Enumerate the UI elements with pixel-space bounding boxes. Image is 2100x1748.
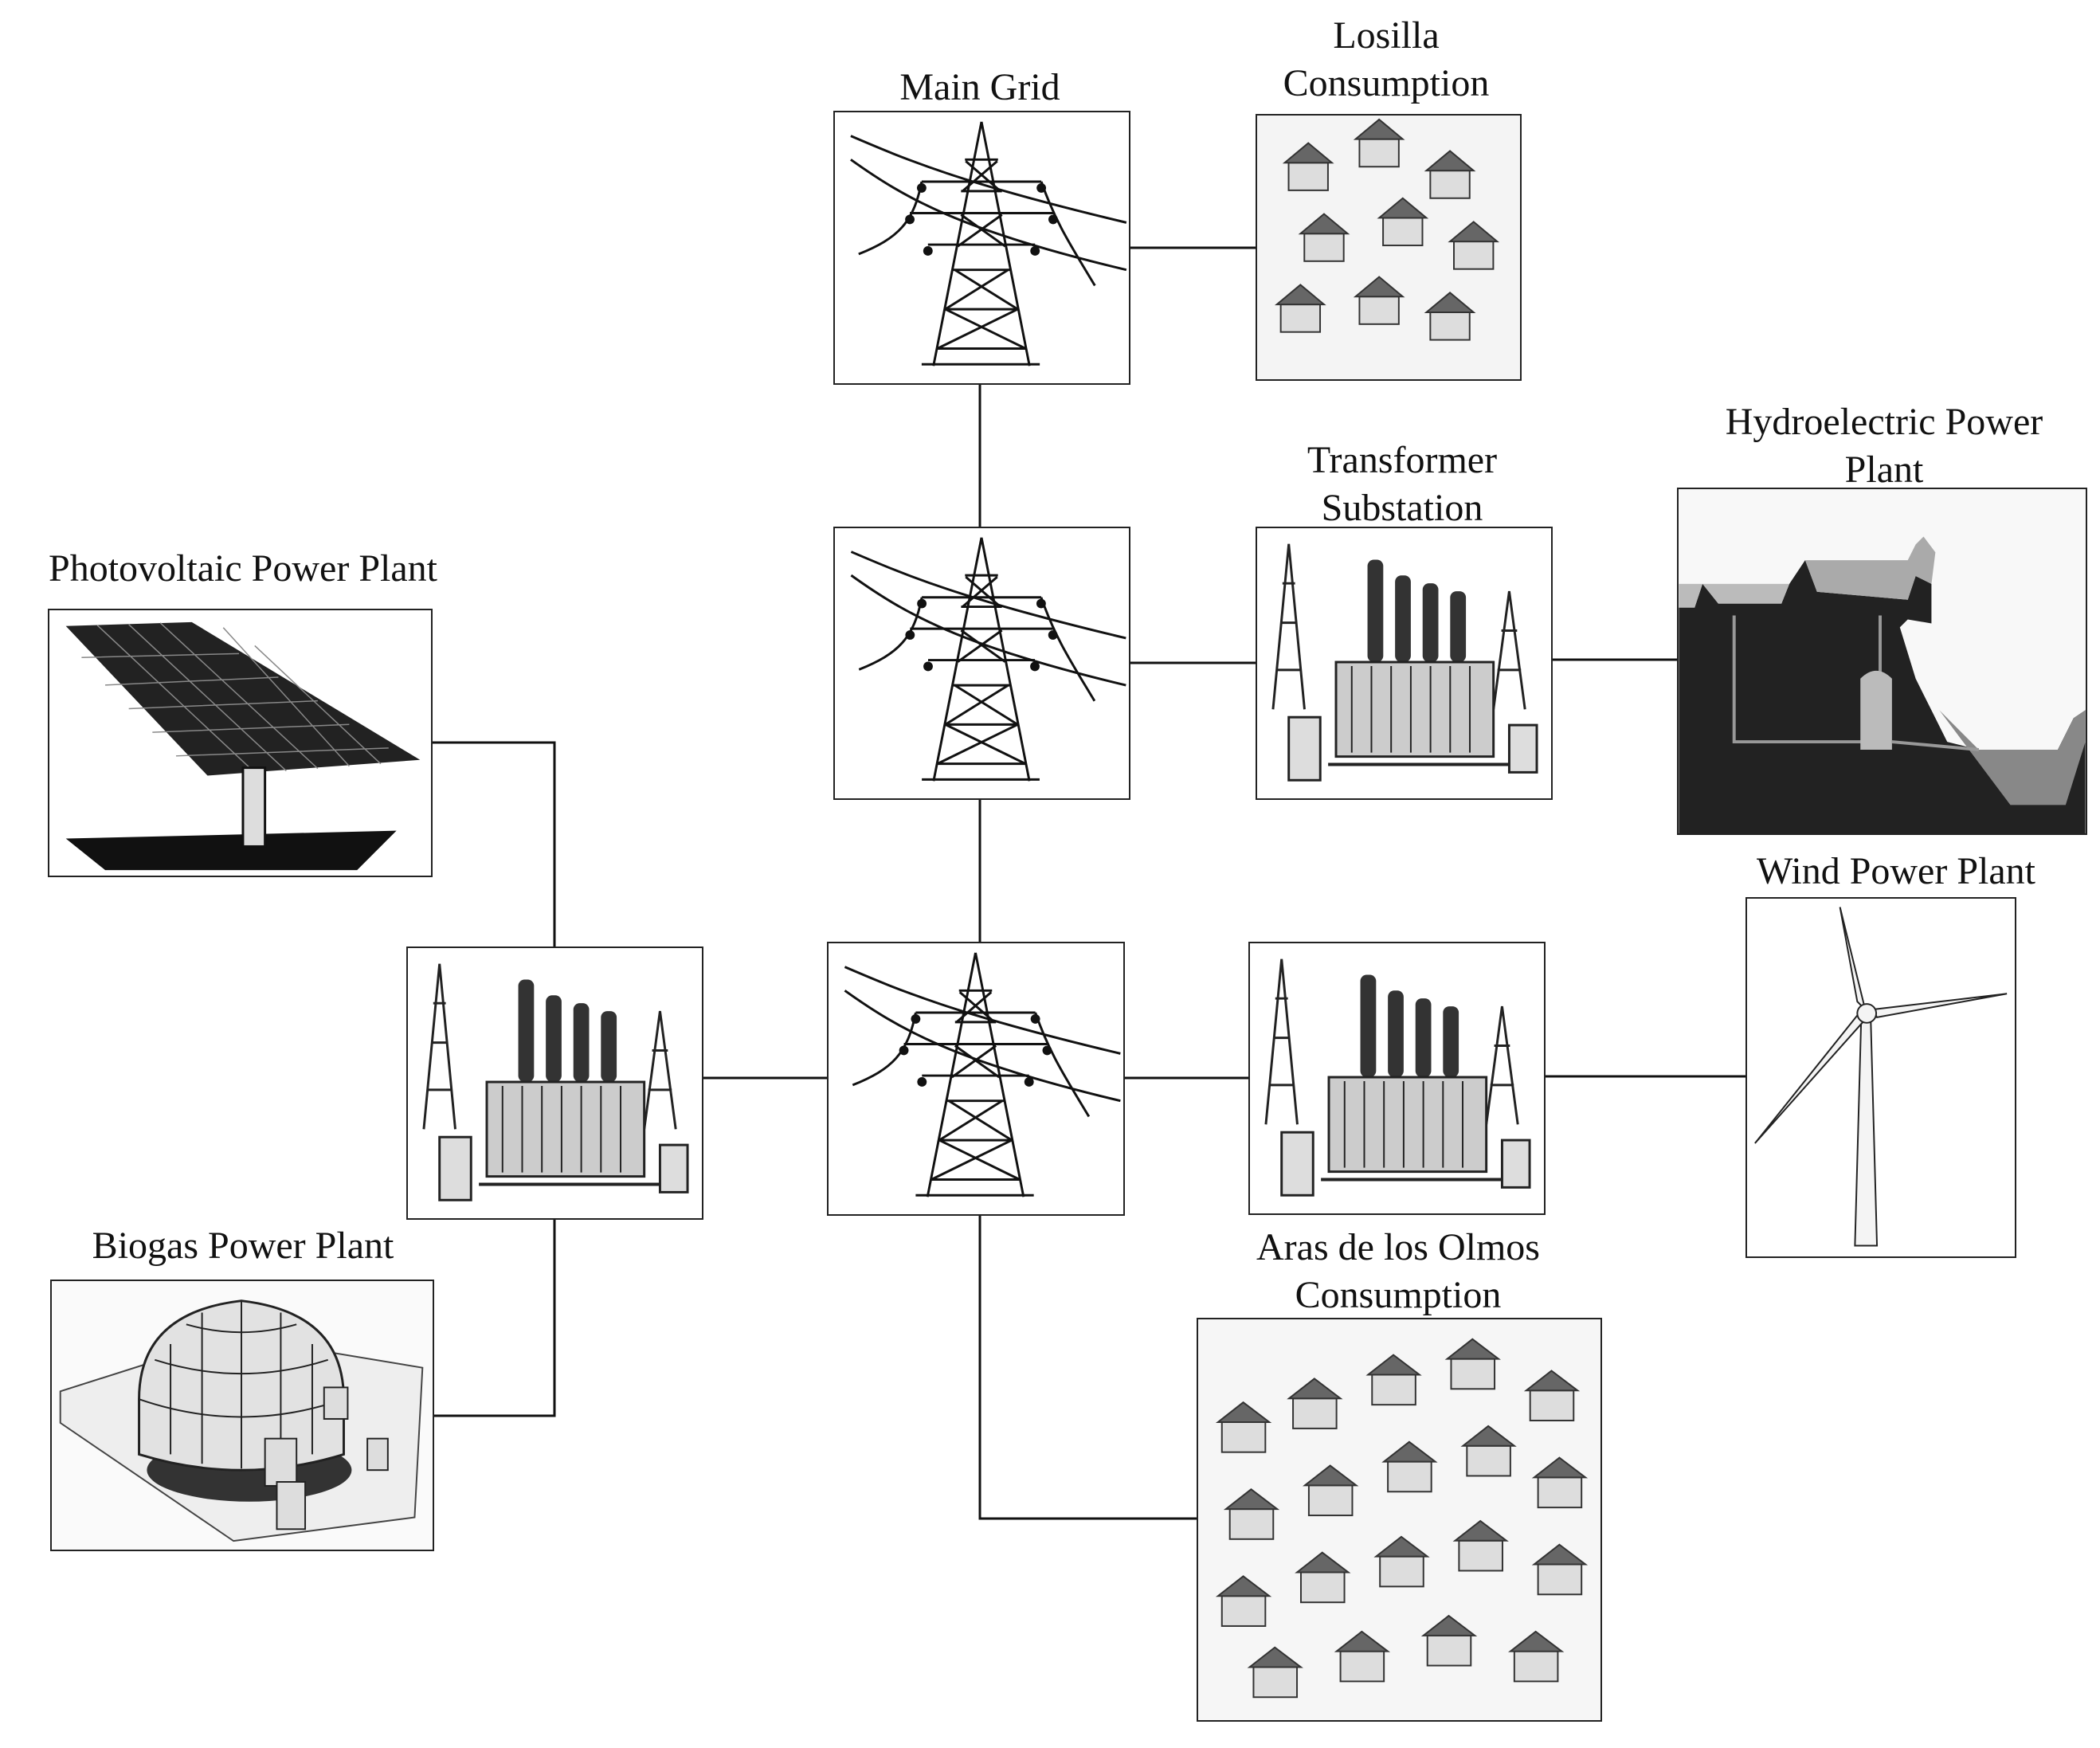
transmission-tower-icon [850,537,1126,782]
central-tower-box [827,942,1125,1216]
wind-turbine-icon [1754,907,2008,1247]
wind-label: Wind Power Plant [1756,850,2036,892]
biogas-plant-box [50,1280,434,1551]
transformer-substation-box [1256,527,1553,800]
photovoltaic-plant-box [48,609,433,877]
hydroelectric-plant-box [1677,488,2087,835]
hydro-dam-icon [1679,489,2086,833]
biogas-label: Biogas Power Plant [92,1225,394,1267]
substation-icon [1271,543,1538,782]
main-grid-label: Main Grid [899,66,1060,108]
houses-icon [1198,1319,1600,1720]
transmission-tower-icon [844,952,1121,1197]
losilla-consumption-box [1256,114,1522,381]
main-grid-tower-box [833,111,1130,385]
wind-plant-box [1745,897,2016,1258]
edge-central-aras [978,1215,1197,1520]
aras-consumption-box [1197,1318,1602,1722]
substation-icon [422,963,689,1201]
transmission-tower-icon [850,121,1127,366]
houses-icon [1257,116,1520,379]
right-substation-box [1248,942,1546,1215]
solar-panel-icon [65,621,421,871]
substation-icon [1264,958,1531,1197]
middle-tower-box [833,527,1130,800]
biogas-dome-icon [52,1281,433,1550]
edge-biogas-leftsub [433,1219,556,1417]
left-substation-box [406,947,703,1220]
photovoltaic-label: Photovoltaic Power Plant [49,547,437,590]
edge-pv-leftsub [431,741,556,947]
